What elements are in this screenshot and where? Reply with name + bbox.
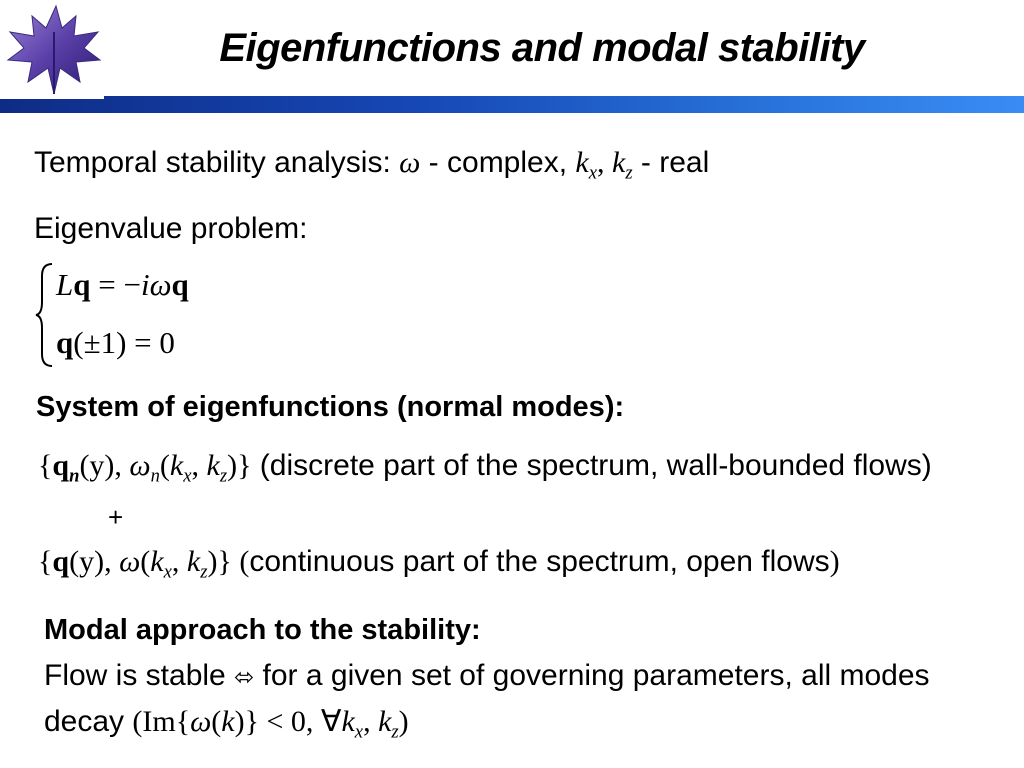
modal-condition-text: for a given set of governing parameters,… xyxy=(254,659,930,692)
kx-symbol: k xyxy=(341,705,355,738)
decay-text: decay xyxy=(44,705,133,738)
stable-text: Flow is stable xyxy=(44,659,235,692)
continuous-modes-line: {q(y), ω(kx, kz)} (continuous part of th… xyxy=(38,545,840,583)
kx-subscript: x xyxy=(588,162,597,184)
eigenvalue-label: Eigenvalue problem: xyxy=(34,212,308,245)
page-title: Eigenfunctions and modal stability xyxy=(219,26,865,70)
comma: , xyxy=(596,146,612,179)
modal-line-2: decay (Im{ω(k)} < 0, ∀kx, kz) xyxy=(44,705,409,743)
im-open: (Im{ xyxy=(132,705,191,738)
discrete-modes-line: {qn(y), ωn(kx, kz)} (discrete part of th… xyxy=(38,449,932,487)
vector-q: q xyxy=(52,449,70,482)
comma: , xyxy=(191,449,207,482)
arg-y: (y), xyxy=(69,545,120,578)
kz-symbol: k xyxy=(206,449,220,482)
operator-L: L xyxy=(56,267,74,302)
omega-symbol: ω xyxy=(129,449,151,482)
left-brace xyxy=(35,263,53,367)
kz-symbol: k xyxy=(611,146,626,179)
subscript-x: x xyxy=(354,721,364,743)
temporal-prefix: Temporal stability analysis: xyxy=(34,146,400,179)
vector-q: q xyxy=(73,267,91,302)
vector-q: q xyxy=(171,267,189,302)
paren: ) xyxy=(398,705,409,738)
iff-arrow-icon: ⬄ xyxy=(234,665,255,691)
subscript-x: x xyxy=(183,465,192,487)
paren: ) xyxy=(829,545,840,578)
omega-symbol: ω xyxy=(149,267,172,302)
inequality: )} < 0, ∀ xyxy=(234,705,342,738)
kx-symbol: k xyxy=(575,146,589,179)
subscript-z: z xyxy=(200,561,208,583)
comma: , xyxy=(363,705,379,738)
system-heading: System of eigenfunctions (normal modes): xyxy=(36,391,625,423)
paren: ( xyxy=(231,545,250,578)
omega-symbol: ω xyxy=(190,705,212,738)
modal-line-1: Flow is stable ⬄ for a given set of gove… xyxy=(44,659,930,692)
kz-symbol: k xyxy=(378,705,392,738)
subscript-z: z xyxy=(391,721,399,743)
subscript-n: n xyxy=(150,465,160,487)
eigen-equation-1: Lq = −iωq xyxy=(56,267,189,302)
real-text: - real xyxy=(632,146,710,179)
omega-symbol: ω xyxy=(119,545,141,578)
vector-q: q xyxy=(52,545,70,578)
kx-symbol: k xyxy=(150,545,164,578)
boundary-condition: (±1) = 0 xyxy=(73,325,175,360)
kz-subscript: z xyxy=(625,162,633,184)
kz-symbol: k xyxy=(186,545,201,578)
plus-sign: + xyxy=(108,502,124,532)
imaginary-i: i xyxy=(140,267,150,302)
omega-symbol: ω xyxy=(399,146,421,179)
paren: ( xyxy=(211,705,222,738)
subscript-n: n xyxy=(69,465,80,487)
header-accent-bar xyxy=(0,96,1024,113)
open-brace: { xyxy=(38,545,53,578)
discrete-description: (discrete part of the spectrum, wall-bou… xyxy=(251,449,932,482)
comma: , xyxy=(171,545,187,578)
kx-symbol: k xyxy=(169,449,184,482)
subscript-z: z xyxy=(219,465,228,487)
paren: ( xyxy=(159,449,170,482)
open-brace: { xyxy=(38,449,53,482)
eigen-equation-2: q(±1) = 0 xyxy=(56,325,175,360)
header-bar-notch xyxy=(0,96,104,99)
temporal-stability-line: Temporal stability analysis: ω - complex… xyxy=(34,146,709,184)
paren: ( xyxy=(140,545,151,578)
continuous-description: continuous part of the spectrum, open fl… xyxy=(249,545,830,578)
modal-heading: Modal approach to the stability: xyxy=(44,614,481,646)
subscript-x: x xyxy=(163,561,172,583)
vector-q: q xyxy=(56,325,74,360)
close-brace: )} xyxy=(227,449,252,482)
k-symbol: k xyxy=(221,705,235,738)
maple-leaf-icon xyxy=(6,4,102,95)
complex-text: - complex, xyxy=(420,146,576,179)
arg-y: (y), xyxy=(79,449,130,482)
close-brace: )} xyxy=(207,545,232,578)
equals-minus: = − xyxy=(90,267,141,302)
